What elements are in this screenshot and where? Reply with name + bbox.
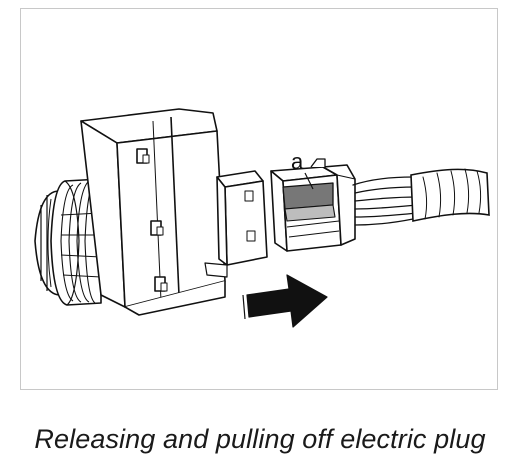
- harness-sheath: [410, 168, 490, 222]
- connector-illustration: a: [34, 108, 490, 328]
- electric-plug: [270, 158, 356, 252]
- callout-label: a: [291, 149, 304, 174]
- socket-housing: [34, 108, 268, 316]
- callout-leader-line: [304, 172, 314, 190]
- wire-harness: [352, 168, 490, 226]
- callout-a: a: [291, 149, 314, 190]
- figure-frame: a: [20, 8, 498, 390]
- housing-body: [80, 108, 226, 316]
- figure-caption: Releasing and pulling off electric plug: [34, 424, 486, 454]
- socket-nose: [204, 170, 268, 278]
- pull-direction-arrow-icon: [242, 274, 328, 328]
